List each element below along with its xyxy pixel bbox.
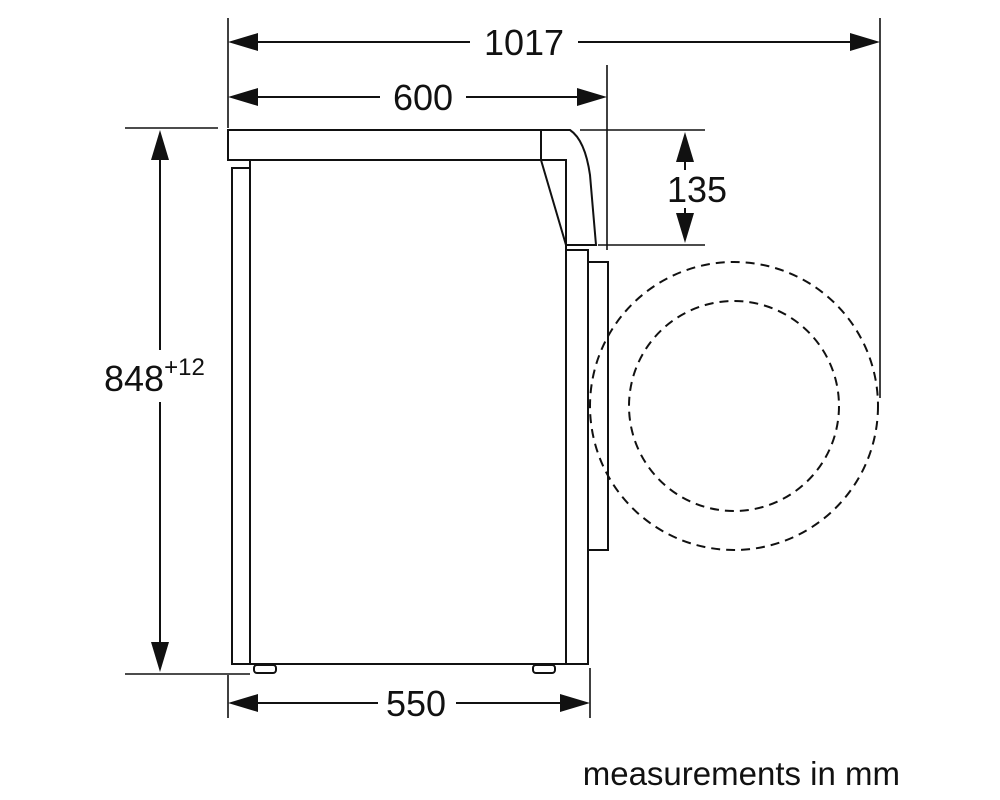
arrow-down bbox=[676, 213, 694, 243]
dimension-label-550: 550 bbox=[386, 683, 446, 724]
dimension-label-600: 600 bbox=[393, 77, 453, 118]
arrow-up bbox=[151, 130, 169, 160]
arrow-left bbox=[228, 33, 258, 51]
main-body bbox=[249, 159, 567, 665]
foot-left bbox=[253, 664, 277, 674]
appliance-outline bbox=[227, 129, 609, 674]
dimension-600: 600 bbox=[228, 77, 607, 118]
dimension-848: 848+12 bbox=[104, 130, 205, 672]
door-inner-circle bbox=[628, 300, 840, 512]
height-tolerance: +12 bbox=[164, 354, 205, 381]
door-outer-circle bbox=[589, 261, 879, 551]
left-side-panel bbox=[231, 167, 251, 665]
dimension-label-135: 135 bbox=[667, 169, 727, 210]
arrow-right bbox=[850, 33, 880, 51]
door-swing bbox=[589, 261, 879, 551]
height-value: 848 bbox=[104, 358, 164, 399]
dimension-label-848: 848+12 bbox=[104, 354, 205, 399]
extension-lines bbox=[125, 18, 881, 718]
measurements-note: measurements in mm bbox=[583, 755, 900, 792]
top-panel bbox=[227, 129, 598, 246]
dimension-550: 550 bbox=[228, 683, 590, 724]
front-panel bbox=[565, 249, 589, 665]
door-hinge bbox=[587, 261, 609, 551]
arrow-up bbox=[676, 132, 694, 162]
arrow-right bbox=[560, 694, 590, 712]
dimension-135: 135 bbox=[667, 132, 727, 243]
arrow-left bbox=[228, 694, 258, 712]
dimension-label-1017: 1017 bbox=[484, 22, 564, 63]
arrow-right bbox=[577, 88, 607, 106]
dimension-1017: 1017 bbox=[228, 22, 880, 63]
arrow-left bbox=[228, 88, 258, 106]
arrow-down bbox=[151, 642, 169, 672]
foot-right bbox=[532, 664, 556, 674]
